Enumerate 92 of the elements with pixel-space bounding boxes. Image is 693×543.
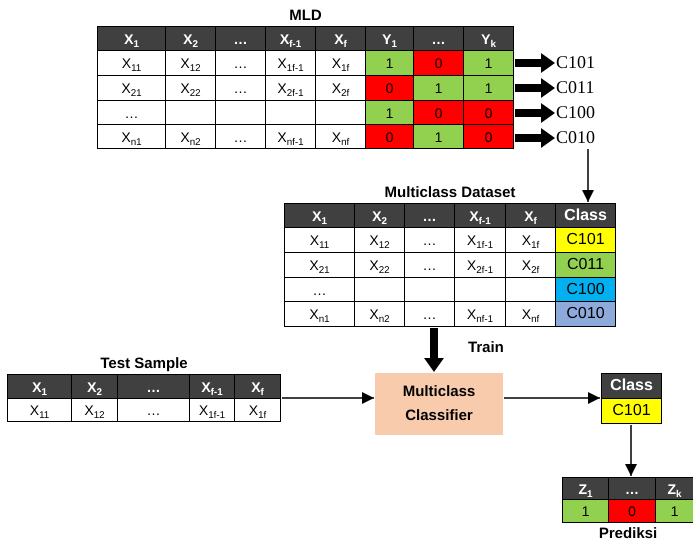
table-cell: X$_{21}$	[284, 252, 354, 278]
column-header: Z$_{1}$	[562, 478, 608, 500]
table-cell: 1	[366, 50, 414, 76]
arrow	[515, 103, 555, 123]
table-cell: X$_{nf-1}$	[266, 124, 316, 148]
class-code: C100	[556, 102, 596, 123]
table-cell: 0	[366, 76, 414, 100]
column-header: X$_{1}$	[284, 204, 354, 228]
table-cell: X$_{21}$	[98, 76, 166, 100]
table-cell: X$_{22}$	[354, 252, 404, 278]
column-header: Y$_{k}$	[464, 26, 514, 50]
table-cell: X$_{11}$	[8, 398, 72, 422]
table-cell: 1	[656, 500, 693, 522]
column-header: Class	[556, 204, 616, 228]
column-header: X$_{f-1}$	[454, 204, 506, 228]
arrow	[582, 149, 594, 202]
column-header: Y$_{1}$	[366, 26, 414, 50]
column-header: X$_{1}$	[98, 26, 166, 50]
column-header: …	[404, 204, 454, 228]
table-cell: X$_{11}$	[284, 228, 354, 252]
table-cell: X$_{2f-1}$	[266, 76, 316, 100]
column-header: Class	[602, 374, 662, 398]
table-cell: X$_{22}$	[166, 76, 216, 100]
column-header: X$_{2}$	[354, 204, 404, 228]
table-cell: X$_{11}$	[98, 50, 166, 76]
table-cell: 0	[608, 500, 656, 522]
table-caption: Prediksi	[598, 525, 658, 542]
process-box: Multiclass Classifier	[375, 373, 503, 435]
table-cell: X$_{nf-1}$	[454, 302, 506, 326]
arrow	[515, 53, 555, 73]
column-header: …	[216, 26, 266, 50]
table-cell: X$_{1f-1}$	[190, 398, 234, 422]
table-title: MLD	[289, 7, 322, 24]
table-cell: …	[216, 124, 266, 148]
table-cell: X$_{12}$	[166, 50, 216, 76]
arrow	[504, 392, 600, 404]
table-cell: 0	[464, 124, 514, 148]
table-cell: X$_{1f-1}$	[266, 50, 316, 76]
table-cell: C011	[556, 252, 616, 278]
table-cell: 0	[414, 100, 464, 124]
column-header: X$_{1}$	[8, 374, 72, 398]
class-code: C011	[556, 77, 594, 98]
column-header: X$_{f-1}$	[190, 374, 234, 398]
column-header: …	[414, 26, 464, 50]
table-cell: 1	[414, 76, 464, 100]
table-cell: 1	[464, 50, 514, 76]
table-cell: X$_{1f}$	[234, 398, 280, 422]
table-cell: …	[118, 398, 190, 422]
column-header: …	[608, 478, 656, 500]
column-header: …	[118, 374, 190, 398]
column-header: X$_{2}$	[72, 374, 118, 398]
arrow	[625, 425, 637, 476]
table-cell: …	[404, 302, 454, 326]
table-cell: …	[404, 252, 454, 278]
table-cell: X$_{n1}$	[284, 302, 354, 326]
table-cell: X$_{12}$	[72, 398, 118, 422]
arrow	[282, 392, 374, 404]
column-header: X$_{f-1}$	[266, 26, 316, 50]
column-header: X$_{f}$	[234, 374, 280, 398]
table-cell: …	[284, 278, 354, 302]
table-cell: C101	[556, 228, 616, 252]
table-cell: 1	[366, 100, 414, 124]
class-code: C101	[556, 52, 596, 73]
arrow	[515, 78, 555, 98]
table-title: Multiclass Dataset	[384, 184, 516, 201]
table-cell: 0	[464, 100, 514, 124]
table-cell: X$_{12}$	[354, 228, 404, 252]
column-header: Z$_{k}$	[656, 478, 693, 500]
column-header: X$_{f}$	[316, 26, 366, 50]
arrow	[424, 328, 444, 372]
table-cell: …	[216, 76, 266, 100]
column-header: X$_{f}$	[506, 204, 556, 228]
table-cell: X$_{n1}$	[98, 124, 166, 148]
table-cell: X$_{n2}$	[166, 124, 216, 148]
arrow	[515, 128, 555, 148]
table-cell: …	[404, 228, 454, 252]
table-cell: 1	[414, 124, 464, 148]
table-cell: C101	[602, 398, 662, 424]
table-cell: 1	[562, 500, 608, 522]
column-header: X$_{2}$	[166, 26, 216, 50]
table-cell: C100	[556, 278, 616, 302]
table-cell: 1	[464, 76, 514, 100]
table-cell: X$_{1f-1}$	[454, 228, 506, 252]
class-code: C010	[556, 127, 596, 148]
table-cell: …	[216, 50, 266, 76]
table-cell: …	[98, 100, 166, 124]
table-cell: X$_{2f-1}$	[454, 252, 506, 278]
table-cell: C010	[556, 302, 616, 326]
table-cell: X$_{n2}$	[354, 302, 404, 326]
table-cell: 0	[366, 124, 414, 148]
table-cell: 0	[414, 50, 464, 76]
table-title: Test Sample	[100, 355, 188, 372]
